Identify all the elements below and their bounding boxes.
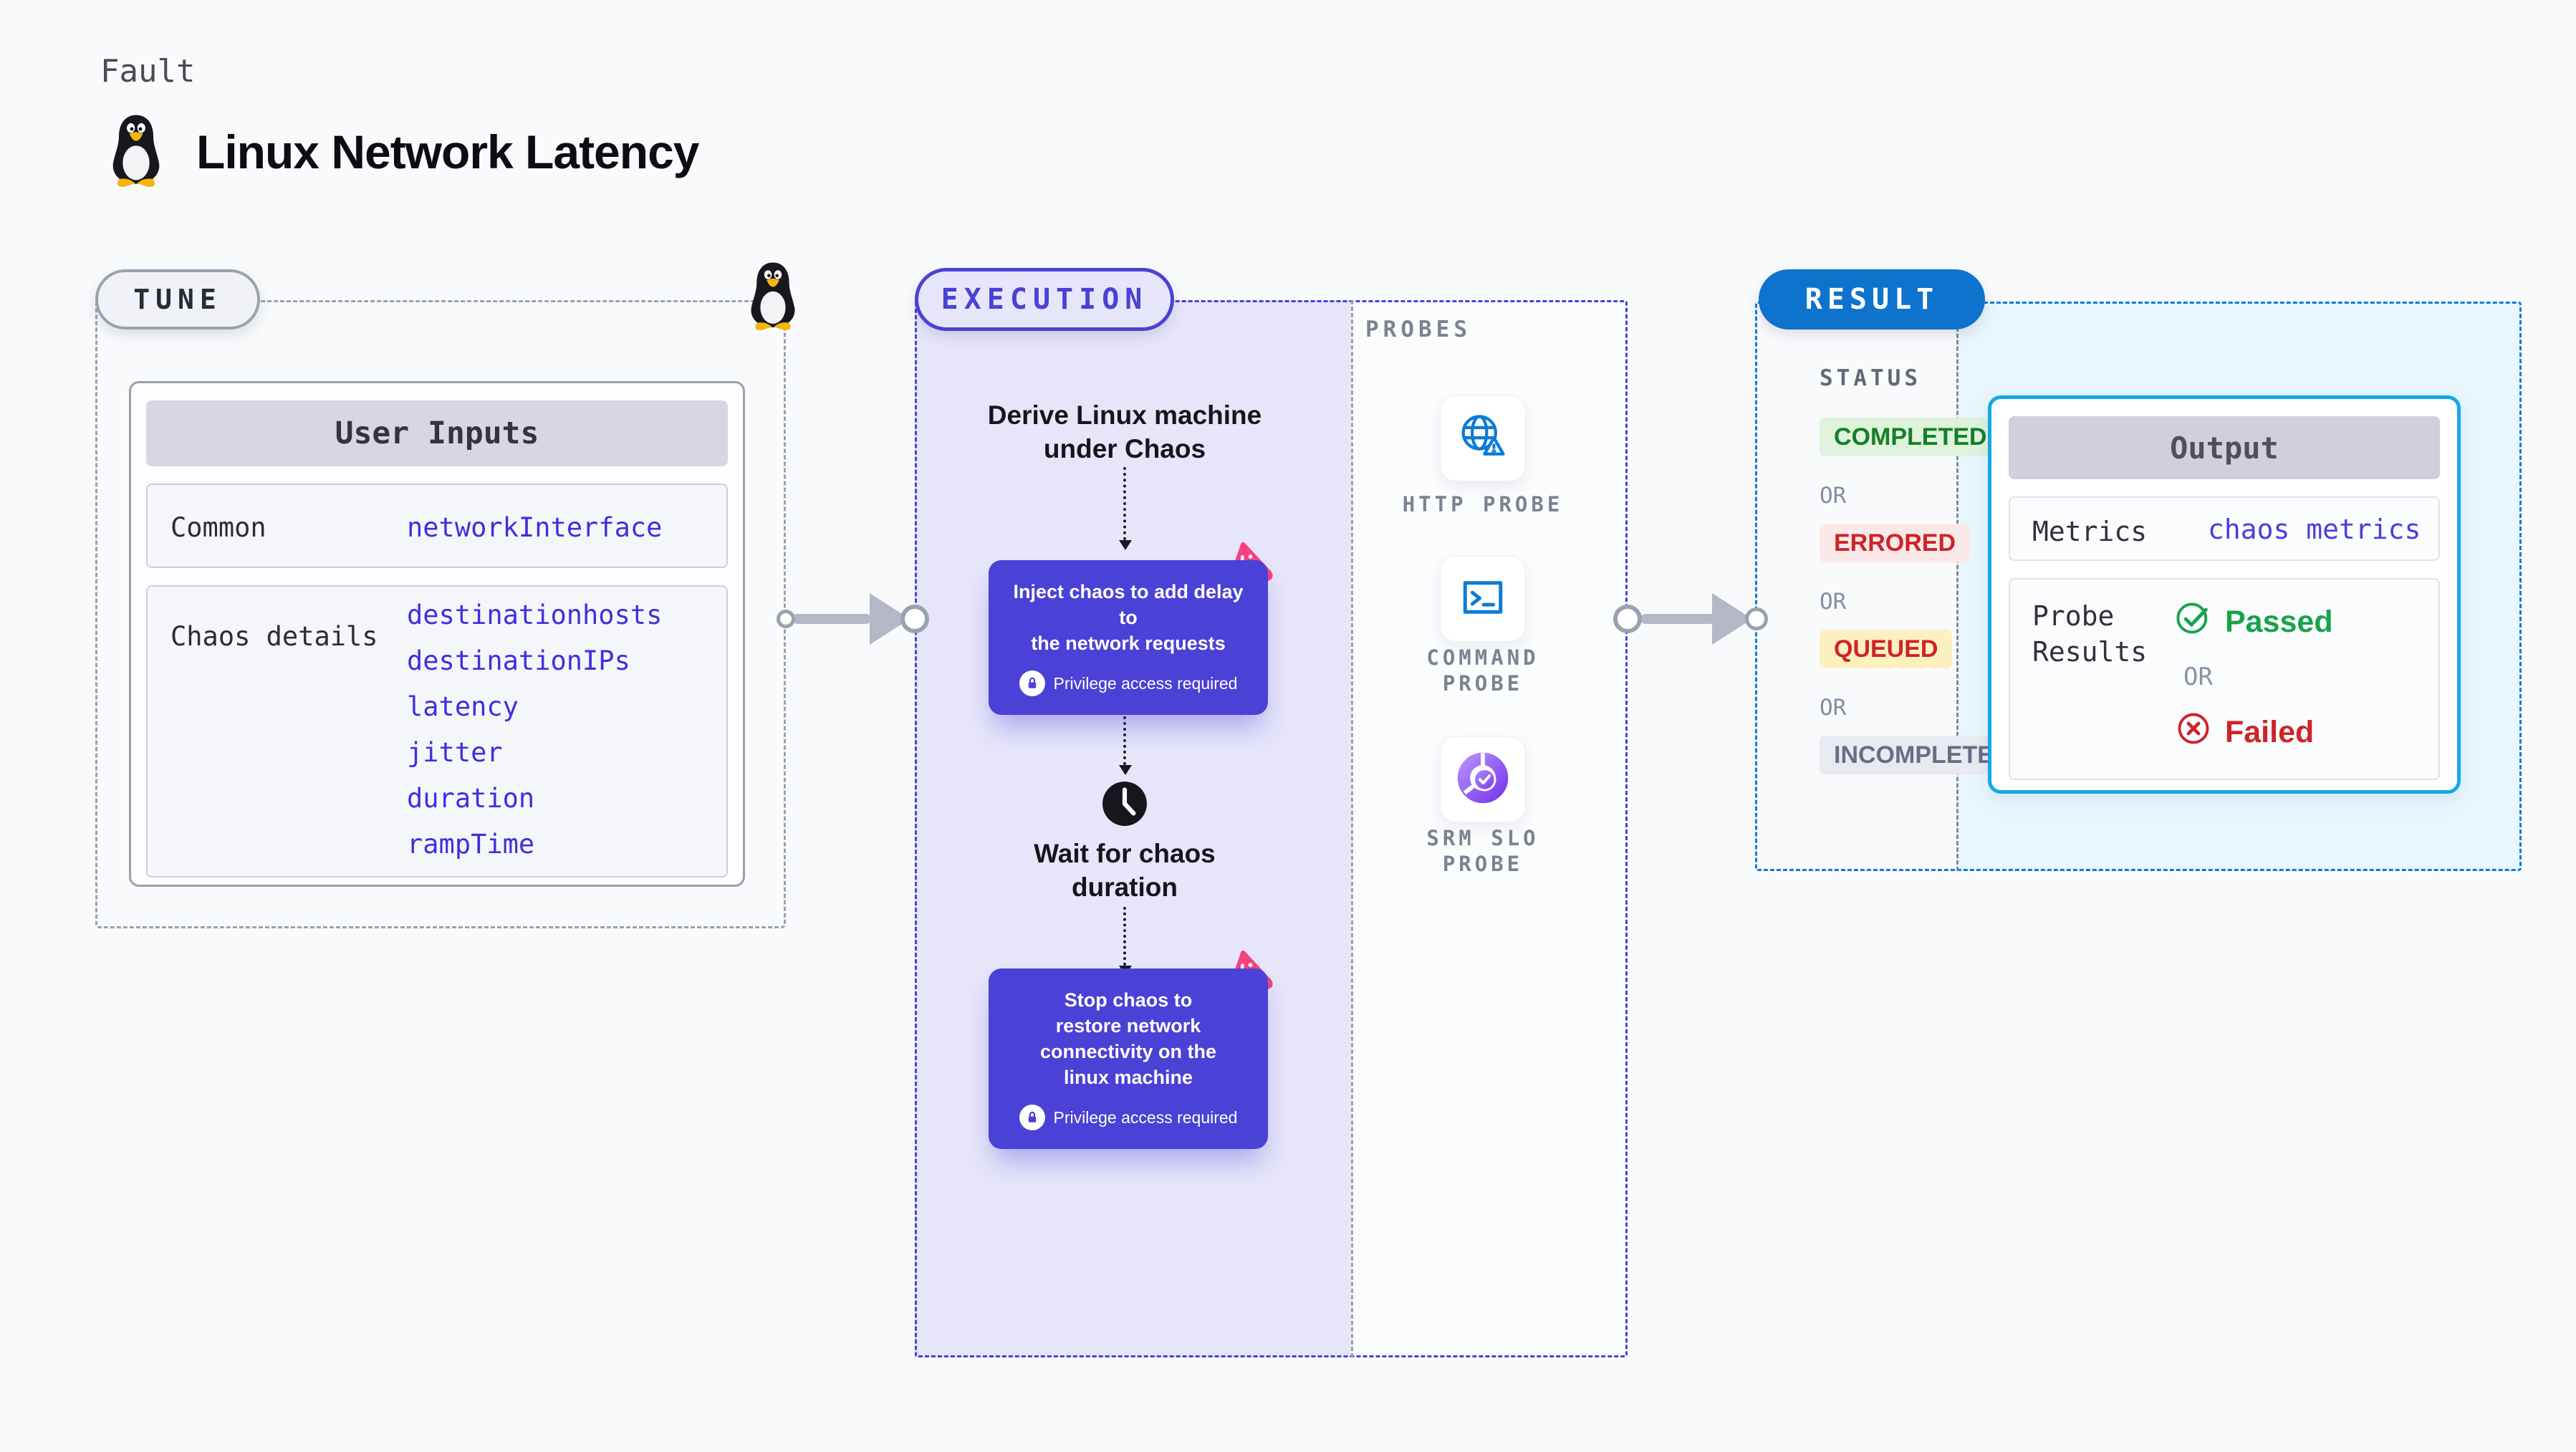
linux-tux-icon [105,113,168,188]
or-separator: OR [1820,695,1847,721]
user-inputs-header: User Inputs [146,400,728,466]
inject-chaos-text: Inject chaos to add delay to the network… [1013,581,1244,654]
input-value: destinationIPs [407,645,630,676]
result-label: RESULT [1804,283,1939,316]
input-row-label: Common [170,512,266,543]
input-row-common: Common networkInterface [146,484,728,568]
flow-down-arrow [1119,467,1132,550]
metrics-value: chaos metrics [2208,514,2421,545]
step-derive-text: Derive Linux machine under Chaos [987,400,1262,463]
execution-probes-divider [1351,300,1353,1357]
x-circle-icon [2175,710,2212,755]
probe-name: SRM SLO PROBE [1426,826,1539,876]
srm-slo-probe-card [1440,736,1526,822]
metrics-row: Metrics chaos metrics [2009,496,2440,561]
flow-arrow-shaft [792,614,871,624]
stop-chaos-text: Stop chaos to restore network connectivi… [1039,989,1217,1088]
failed-label: Failed [2225,715,2315,749]
passed-label: Passed [2225,605,2333,639]
page-title: Linux Network Latency [196,125,699,178]
tune-label: TUNE [133,284,222,315]
or-separator: OR [2183,663,2213,691]
user-inputs-card: User Inputs Common networkInterface Chao… [129,381,745,887]
terminal-icon [1457,572,1509,627]
execution-label: EXECUTION [941,283,1148,316]
lock-icon [1019,670,1045,696]
status-badge-queued: QUEUED [1820,630,1953,668]
lock-icon [1019,1105,1045,1130]
probe-name: HTTP PROBE [1402,492,1564,516]
input-value: jitter [407,737,503,768]
status-heading: STATUS [1820,365,1921,391]
connector-node [1613,605,1642,633]
probes-heading: PROBES [1365,317,1471,342]
probe-results-label: Probe Results [2032,600,2148,668]
check-circle-icon [2175,600,2212,645]
input-row-label: Chaos details [170,621,378,652]
connector-node [1745,607,1768,630]
input-row-chaos-details: Chaos details destinationhosts destinati… [146,585,728,878]
or-separator: OR [1820,589,1847,615]
execution-flow-panel [915,300,1351,1357]
input-value: networkInterface [407,512,663,543]
globe-alert-icon [1456,410,1510,468]
input-value: duration [407,783,535,814]
probe-name: COMMAND PROBE [1426,645,1539,696]
output-card: Output Metrics chaos metrics Probe Resul… [1988,395,2461,794]
status-badge-errored: ERRORED [1820,524,1971,562]
result-pill: RESULT [1759,269,1985,330]
stop-chaos-step: Stop chaos to restore network connectivi… [989,968,1268,1149]
input-value: latency [407,691,519,722]
or-separator: OR [1820,483,1847,509]
connector-node [900,605,929,633]
slo-donut-check-icon [1456,751,1509,808]
inject-chaos-step: Inject chaos to add delay to the network… [989,560,1268,715]
step-wait-text: Wait for chaos duration [1034,839,1216,902]
flow-down-arrow [1119,693,1132,775]
metrics-label: Metrics [2032,516,2148,547]
probe-result-passed: Passed [2175,600,2333,645]
linux-tux-small-icon [744,261,802,331]
result-status-divider [1956,302,1959,871]
output-header: Output [2009,416,2440,479]
fault-kicker: Fault [100,53,196,90]
connector-node [777,610,795,628]
command-probe-card [1440,556,1526,642]
probe-result-failed: Failed [2175,710,2314,755]
clock-icon [1101,780,1148,831]
status-badge-completed: COMPLETED [1820,418,2001,456]
result-group-border [1755,302,2522,871]
execution-group-border [915,300,1628,1357]
execution-pill: EXECUTION [915,268,1174,331]
flow-arrow-shaft [1640,614,1716,624]
privilege-note: Privilege access required [1053,1107,1238,1127]
http-probe-card [1440,395,1526,481]
tune-pill: TUNE [95,269,260,330]
input-value: rampTime [407,829,535,860]
input-value: destinationhosts [407,600,663,630]
probe-results-row: Probe Results Passed OR F [2009,578,2440,780]
privilege-note: Privilege access required [1053,673,1238,693]
